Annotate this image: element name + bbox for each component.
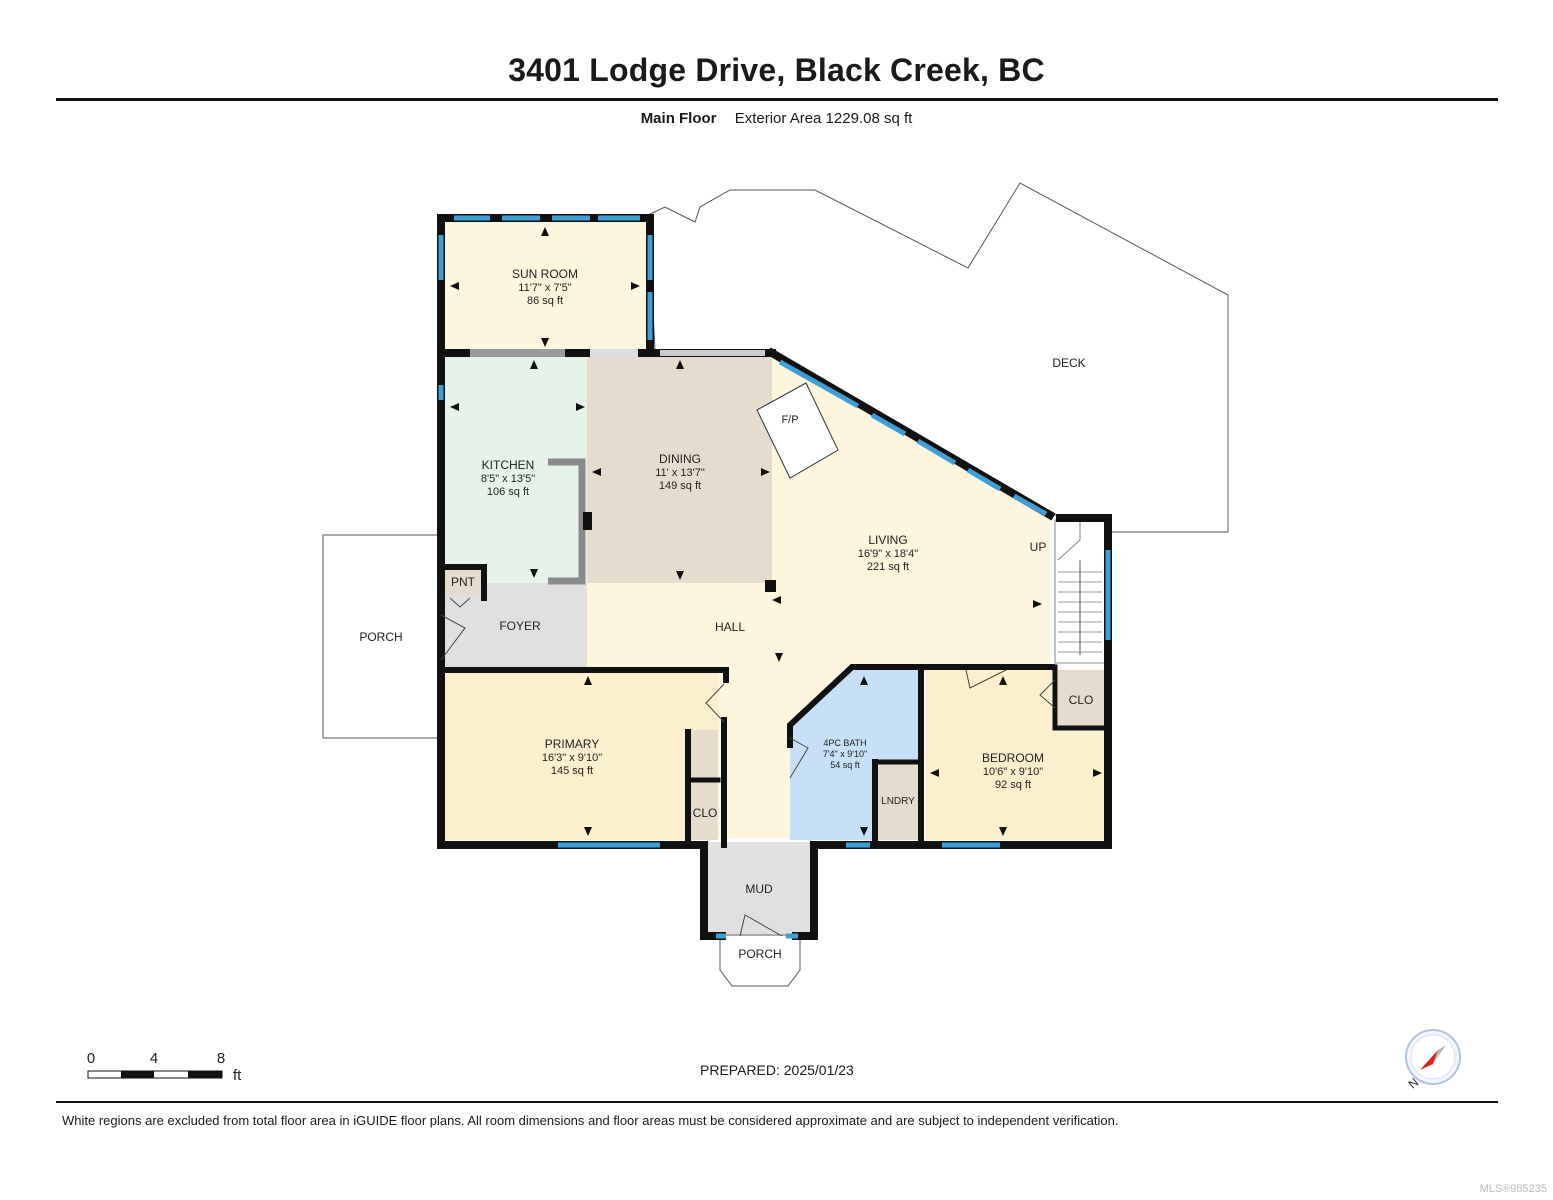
living-dims: 16'9" x 18'4"	[858, 548, 918, 560]
primary-area-text: 145 sq ft	[551, 765, 593, 777]
hall-label: HALL	[715, 620, 745, 634]
kitchen-counter	[548, 458, 586, 585]
bath-area-text: 54 sq ft	[830, 760, 860, 770]
scale-tick-8: 8	[217, 1050, 225, 1067]
laundry-closet	[876, 762, 918, 840]
room-label-dining: DINING 11' x 13'7" 149 sq ft	[655, 452, 705, 492]
bath-name: 4PC BATH	[823, 738, 866, 748]
bedroom-dims: 10'6" x 9'10"	[983, 766, 1043, 778]
dining-area-text: 149 sq ft	[659, 480, 701, 492]
kitchen-area-text: 106 sq ft	[487, 486, 529, 498]
floor-name: Main Floor	[640, 110, 717, 127]
sun-room-name: SUN ROOM	[512, 267, 578, 281]
dining-area	[587, 354, 772, 583]
scale-tick-0: 0	[87, 1050, 95, 1067]
staircase	[1054, 519, 1106, 664]
exterior-area: Exterior Area 1229.08 sq ft	[734, 110, 913, 127]
foyer-label: FOYER	[499, 619, 541, 633]
living-area-text: 221 sq ft	[867, 561, 909, 573]
sun-room-dims: 11'7" x 7'5"	[518, 282, 571, 294]
kitchen-dims: 8'5" x 13'5"	[481, 473, 535, 485]
laundry-label: LNDRY	[881, 796, 915, 807]
scale-bar: 0 4 8 ft	[87, 1050, 242, 1084]
compass-icon: N	[1405, 1029, 1461, 1091]
dining-dims: 11' x 13'7"	[655, 467, 705, 479]
stairs-up-label: UP	[1030, 540, 1047, 554]
windows	[438, 215, 1111, 939]
prepared-date: PREPARED: 2025/01/23	[700, 1062, 854, 1078]
bath-dims: 7'4" x 9'10"	[823, 749, 867, 759]
pantry-area	[444, 567, 482, 595]
page-title: 3401 Lodge Drive, Black Creek, BC	[508, 52, 1045, 88]
fireplace-label: F/P	[781, 414, 798, 426]
scale-unit: ft	[233, 1067, 242, 1084]
primary-area	[444, 672, 718, 840]
kitchen-appliance	[583, 512, 592, 530]
foyer-area	[444, 583, 587, 667]
room-label-bedroom: BEDROOM 10'6" x 9'10" 92 sq ft	[982, 751, 1044, 791]
deck-label: DECK	[1052, 356, 1085, 370]
dining-name: DINING	[659, 452, 701, 466]
scale-tick-4: 4	[150, 1050, 158, 1067]
primary-dims: 16'3" x 9'10"	[542, 752, 602, 764]
primary-closet-top	[688, 730, 718, 778]
room-label-kitchen: KITCHEN 8'5" x 13'5" 106 sq ft	[481, 458, 535, 498]
structural-post	[765, 580, 776, 592]
mud-label: MUD	[745, 882, 773, 896]
kitchen-name: KITCHEN	[482, 458, 535, 472]
doors	[440, 597, 1056, 937]
living-name: LIVING	[868, 533, 907, 547]
floor-subtitle: Main Floor Exterior Area 1229.08 sq ft	[0, 110, 1553, 127]
bedroom-area-text: 92 sq ft	[995, 779, 1031, 791]
room-label-sun-room: SUN ROOM 11'7" x 7'5" 86 sq ft	[512, 267, 578, 307]
header-rule	[56, 98, 1498, 101]
bedroom-name: BEDROOM	[982, 751, 1044, 765]
room-label-living: LIVING 16'9" x 18'4" 221 sq ft	[858, 533, 918, 573]
porch-south-label: PORCH	[738, 947, 781, 961]
fireplace-outline	[756, 382, 839, 479]
primary-name: PRIMARY	[545, 737, 599, 751]
kitchen-area	[444, 354, 587, 583]
primary-closet	[688, 780, 718, 840]
living-area	[587, 354, 1050, 838]
room-label-bath: 4PC BATH 7'4" x 9'10" 54 sq ft	[823, 738, 867, 770]
pantry-label: PNT	[451, 575, 476, 589]
mls-watermark: MLS®985235	[1479, 1183, 1547, 1195]
primary-closet-label: CLO	[693, 806, 718, 820]
sun-room-area-text: 86 sq ft	[527, 295, 563, 307]
sun-room-area	[444, 221, 647, 351]
room-label-primary: PRIMARY 16'3" x 9'10" 145 sq ft	[542, 737, 602, 777]
mud-room-area	[708, 842, 812, 934]
footer-rule	[56, 1101, 1498, 1103]
disclaimer-text: White regions are excluded from total fl…	[62, 1113, 1119, 1128]
bedroom-closet	[1058, 670, 1104, 730]
dimension-markers	[450, 227, 1102, 836]
bedroom-closet-label: CLO	[1069, 693, 1094, 707]
porch-west-label: PORCH	[359, 630, 402, 644]
